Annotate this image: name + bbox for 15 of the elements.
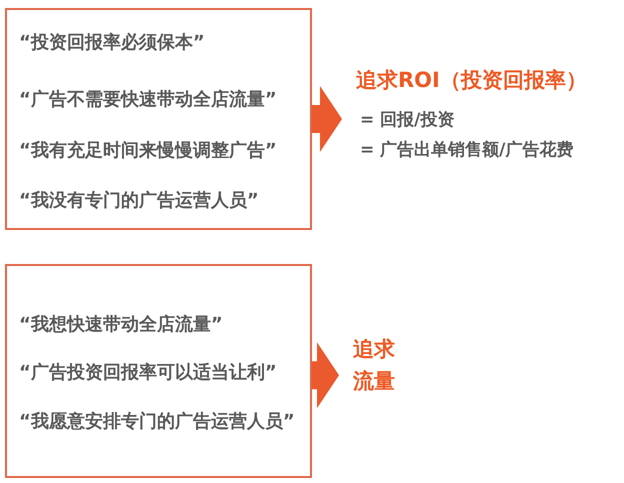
quote-text: “投资回报率必须保本” bbox=[19, 31, 205, 54]
quote-text: “我愿意安排专门的广告运营人员” bbox=[19, 410, 295, 433]
quote-text: “我没有专门的广告运营人员” bbox=[19, 189, 259, 212]
block-arrow bbox=[312, 342, 339, 408]
quote-box bbox=[5, 264, 312, 478]
formula-text: = 回报/投资 bbox=[360, 109, 454, 131]
quote-text: “我有充足时间来慢慢调整广告” bbox=[19, 139, 277, 162]
block-arrow bbox=[312, 86, 342, 152]
quote-text: “广告投资回报率可以适当让利” bbox=[19, 361, 277, 384]
quote-box bbox=[5, 8, 312, 230]
heading-text: 追求ROI（投资回报率） bbox=[356, 67, 587, 94]
formula-text: = 广告出单销售额/广告花费 bbox=[360, 139, 574, 161]
quote-text: “我想快速带动全店流量” bbox=[19, 313, 223, 336]
heading-text: 追求流量 bbox=[353, 336, 396, 395]
quote-text: “广告不需要快速带动全店流量” bbox=[19, 88, 277, 111]
